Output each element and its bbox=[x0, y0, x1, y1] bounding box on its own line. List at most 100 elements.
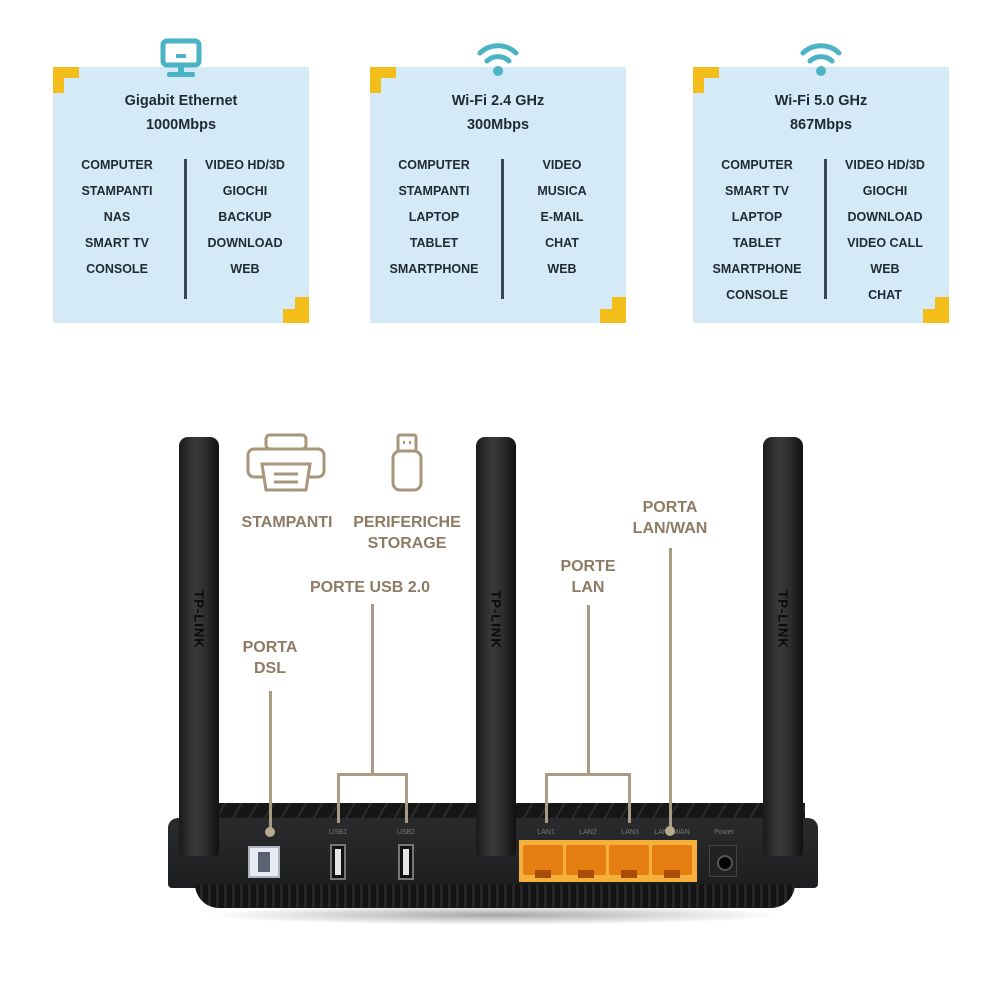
antenna-left-base bbox=[179, 800, 219, 856]
list-item: SMARTPHONE bbox=[389, 262, 479, 276]
list-item: GIOCHI bbox=[862, 184, 908, 198]
column-divider bbox=[501, 159, 504, 299]
list-item: LAPTOP bbox=[408, 210, 460, 224]
panel-title: Gigabit Ethernet 1000Mbps bbox=[53, 89, 309, 137]
label-lan-line2: LAN bbox=[571, 579, 605, 596]
panel-speed: 867Mbps bbox=[789, 117, 853, 133]
router-base bbox=[195, 884, 795, 908]
wifi-icon bbox=[799, 37, 843, 81]
list-item: COMPUTER bbox=[398, 158, 470, 172]
list-item: COMPUTER bbox=[81, 158, 153, 172]
list-item: VIDEO bbox=[542, 158, 582, 172]
brand-logo: TP-LINK bbox=[775, 590, 791, 649]
panel-speed: 300Mbps bbox=[466, 117, 530, 133]
panel-speed: 1000Mbps bbox=[145, 117, 217, 133]
lan-port-block bbox=[519, 840, 697, 882]
antenna-right: TP-LINK bbox=[763, 437, 803, 857]
list-item: VIDEO CALL bbox=[847, 236, 923, 250]
callout-line-lan3 bbox=[628, 773, 631, 823]
list-item: TABLET bbox=[732, 236, 782, 250]
wifi-icon bbox=[476, 37, 520, 81]
usb-stick-icon bbox=[390, 433, 424, 493]
list-item: STAMPANTI bbox=[398, 184, 470, 198]
list-item: LAPTOP bbox=[731, 210, 783, 224]
callout-line-lan1 bbox=[545, 773, 548, 823]
list-item: CONSOLE bbox=[86, 262, 148, 276]
callout-line-usb bbox=[371, 604, 374, 774]
dsl-port bbox=[248, 846, 280, 878]
callout-dot-dsl bbox=[265, 827, 275, 837]
list-item: STAMPANTI bbox=[81, 184, 153, 198]
list-item: WEB bbox=[230, 262, 260, 276]
list-item: TABLET bbox=[409, 236, 459, 250]
devices-list: COMPUTER SMART TV LAPTOP TABLET SMARTPHO… bbox=[693, 157, 821, 313]
power-port bbox=[709, 845, 737, 877]
antenna-right-base bbox=[763, 800, 803, 856]
list-item: SMART TV bbox=[85, 236, 149, 250]
list-item: GIOCHI bbox=[222, 184, 268, 198]
router-shadow bbox=[205, 905, 785, 925]
panel-wifi-5-0ghz: Wi-Fi 5.0 GHz 867Mbps COMPUTER SMART TV … bbox=[693, 43, 949, 323]
panel-title-line1: Wi-Fi 5.0 GHz bbox=[774, 93, 868, 109]
list-item: DOWNLOAD bbox=[847, 210, 923, 224]
column-divider bbox=[184, 159, 187, 299]
list-item: CONSOLE bbox=[726, 288, 788, 302]
panel-wifi-2-4ghz: Wi-Fi 2.4 GHz 300Mbps COMPUTER STAMPANTI… bbox=[370, 43, 626, 323]
list-item: E-MAIL bbox=[540, 210, 584, 224]
callout-line-dsl bbox=[269, 691, 272, 831]
list-item: DOWNLOAD bbox=[207, 236, 283, 250]
list-item: SMART TV bbox=[725, 184, 789, 198]
list-item: CHAT bbox=[545, 236, 579, 250]
callout-line-lan bbox=[587, 605, 590, 773]
panel-gigabit-ethernet: Gigabit Ethernet 1000Mbps COMPUTER STAMP… bbox=[53, 38, 309, 323]
label-dsl-port: PORTA DSL bbox=[243, 637, 298, 679]
port-label-usb2: USB2 bbox=[396, 829, 416, 836]
corner-accent bbox=[53, 67, 79, 93]
devices-list: COMPUTER STAMPANTI LAPTOP TABLET SMARTPH… bbox=[370, 157, 498, 287]
devices-list: COMPUTER STAMPANTI NAS SMART TV CONSOLE bbox=[53, 157, 181, 287]
callout-line-usb1 bbox=[337, 773, 340, 823]
list-item: CHAT bbox=[868, 288, 902, 302]
list-item: MUSICA bbox=[537, 184, 587, 198]
panel-title: Wi-Fi 5.0 GHz 867Mbps bbox=[693, 89, 949, 137]
panel-title: Wi-Fi 2.4 GHz 300Mbps bbox=[370, 89, 626, 137]
list-item: VIDEO HD/3D bbox=[205, 158, 285, 172]
label-dsl-line2: DSL bbox=[254, 660, 286, 677]
uses-list: VIDEO HD/3D GIOCHI DOWNLOAD VIDEO CALL W… bbox=[821, 157, 949, 313]
port-label-lan2: LAN2 bbox=[579, 829, 597, 836]
label-lan-line1: PORTE bbox=[560, 558, 616, 575]
list-item: WEB bbox=[547, 262, 577, 276]
label-printers: STAMPANTI bbox=[241, 514, 333, 531]
port-label-usb1: USB1 bbox=[328, 829, 348, 836]
callout-bracket-lan bbox=[545, 773, 630, 776]
uses-list: VIDEO MUSICA E-MAIL CHAT WEB bbox=[498, 157, 626, 287]
label-lan-wan-port: PORTA LAN/WAN bbox=[633, 497, 708, 539]
list-item: BACKUP bbox=[218, 210, 272, 224]
antenna-left: TP-LINK bbox=[179, 437, 219, 857]
panel-title-line1: Wi-Fi 2.4 GHz bbox=[451, 93, 545, 109]
port-label-lan3: LAN3 bbox=[621, 829, 639, 836]
callout-dot-lan-wan bbox=[665, 826, 675, 836]
callout-line-lan-wan bbox=[669, 548, 672, 830]
label-dsl-line1: PORTA bbox=[242, 639, 298, 656]
corner-accent bbox=[370, 67, 396, 93]
lan-port-2 bbox=[566, 845, 606, 878]
port-label-lan1: LAN1 bbox=[537, 829, 555, 836]
antenna-center-base bbox=[476, 800, 516, 856]
antenna-center: TP-LINK bbox=[476, 437, 516, 857]
list-item: WEB bbox=[870, 262, 900, 276]
port-label-power: Power bbox=[714, 829, 734, 836]
corner-accent bbox=[693, 67, 719, 93]
corner-accent bbox=[923, 297, 949, 323]
label-wan-line1: PORTA bbox=[642, 499, 698, 516]
label-storage: PERIFERICHE STORAGE bbox=[353, 512, 461, 554]
label-storage-line1: PERIFERICHE bbox=[353, 514, 461, 531]
label-storage-line2: STORAGE bbox=[367, 535, 447, 552]
printer-icon bbox=[244, 432, 328, 494]
list-item: COMPUTER bbox=[721, 158, 793, 172]
brand-logo: TP-LINK bbox=[488, 590, 504, 649]
list-item: NAS bbox=[103, 210, 131, 224]
lan-port-1 bbox=[523, 845, 563, 878]
label-wan-line2: LAN/WAN bbox=[632, 520, 708, 537]
panel-title-line1: Gigabit Ethernet bbox=[124, 93, 238, 109]
